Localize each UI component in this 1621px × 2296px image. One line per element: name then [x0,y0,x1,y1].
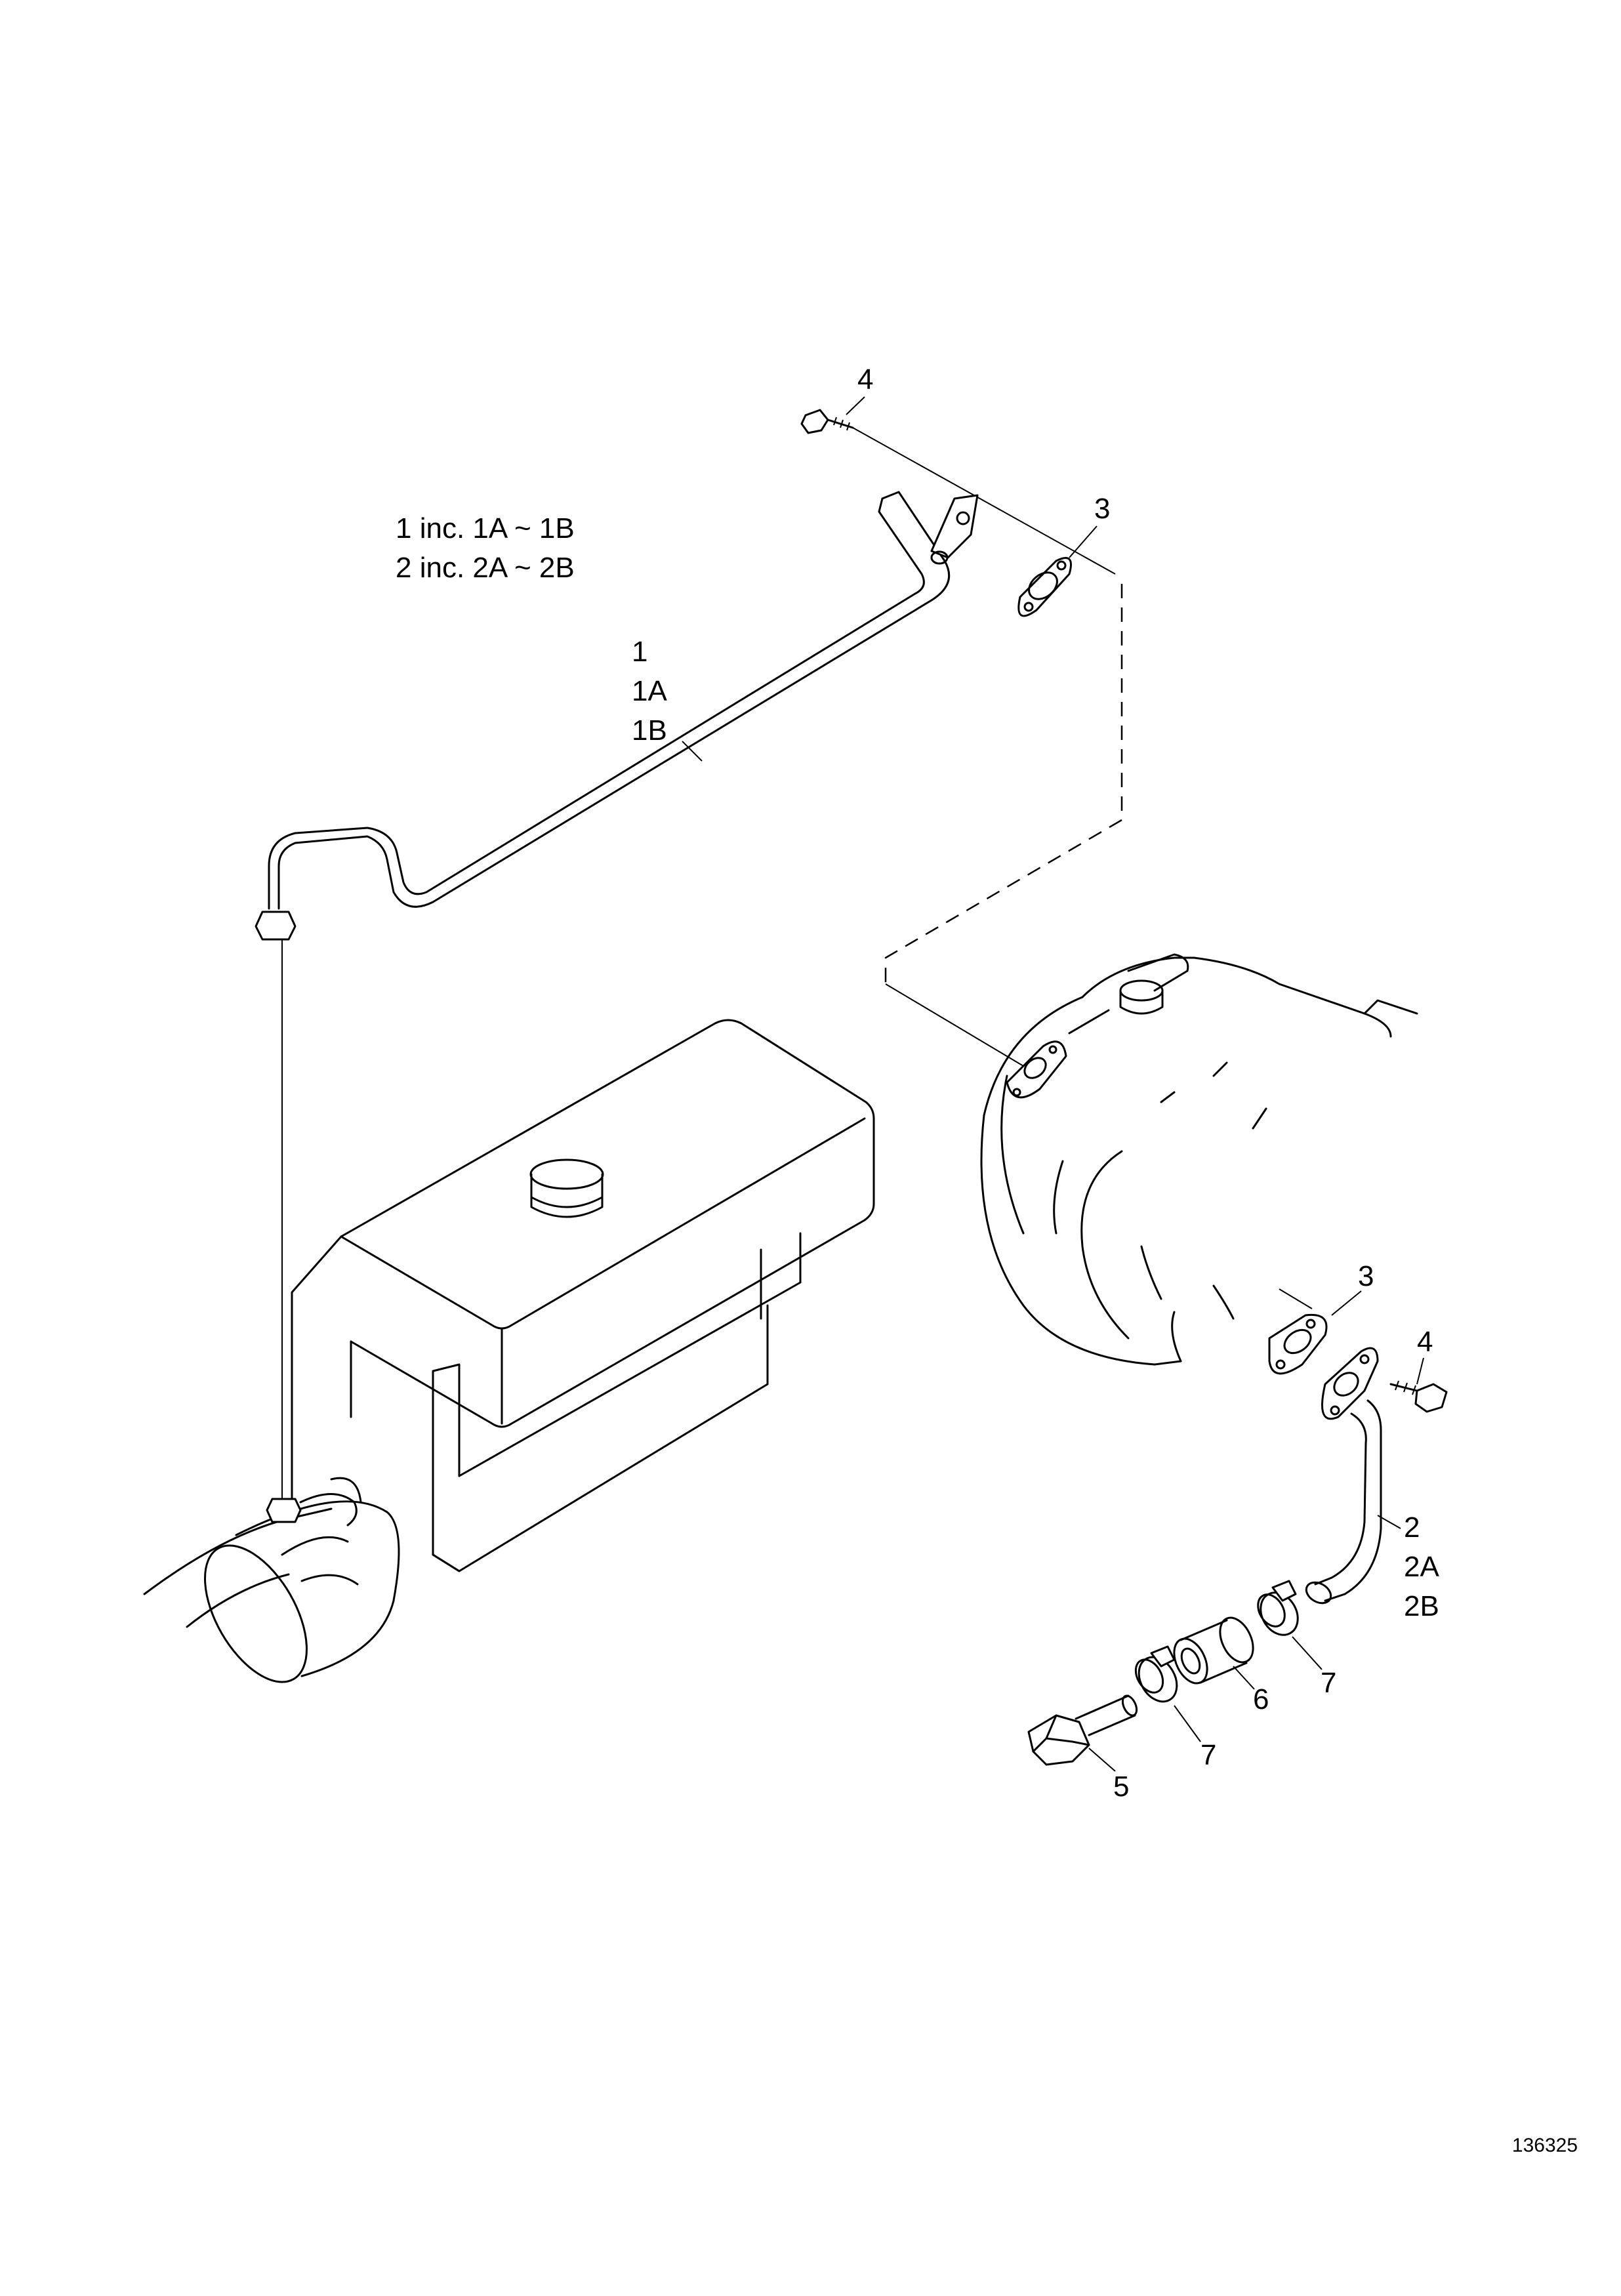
callout-lower-bolt: 4 [1417,1326,1433,1358]
leader-lower-bolt [1416,1357,1424,1385]
callout-pipe1-line-1: 1 [632,636,647,668]
callout-hose: 6 [1253,1683,1269,1715]
callout-top-bolt: 4 [857,363,873,396]
leader-pipe1 [682,741,703,762]
axis-top-bolt [852,427,1116,575]
callout-top-gasket: 3 [1094,493,1110,525]
callout-lower-clamp: 7 [1200,1739,1216,1771]
callout-lower-gasket: 3 [1358,1260,1374,1292]
note-line-2: 2 inc. 2A ~ 2B [396,552,575,584]
leader-upper-clamp [1292,1636,1323,1670]
leader-lower-gasket [1331,1290,1362,1316]
alignment-line-turbo [885,983,1024,1067]
callout-upper-clamp: 7 [1321,1667,1336,1699]
callout-pipe2-line-2: 2A [1404,1551,1439,1583]
engine-block [143,1019,875,1683]
turbocharger [980,953,1418,1366]
leader-pipe2 [1377,1515,1401,1529]
leader-hose [1233,1666,1255,1690]
callout-pipe1-line-2: 1A [632,675,667,707]
pipe-2 [1305,1347,1382,1605]
pipe-1 [255,491,979,941]
leader-connector [1088,1748,1116,1772]
alignment-line-upper [884,584,1123,984]
upper-clamp [1257,1580,1299,1636]
lower-gasket [1268,1313,1328,1375]
callout-pipe2-line-1: 2 [1404,1511,1420,1544]
connector [1027,1694,1138,1766]
leader-top-gasket [1069,525,1098,558]
callout-pipe2-line-3: 2B [1404,1590,1439,1622]
figure-number: 136325 [1512,2135,1578,2156]
axis-lower-gasket [1279,1288,1313,1309]
note-line-1: 1 inc. 1A ~ 1B [396,512,575,544]
leader-lower-clamp [1174,1705,1201,1742]
leader-top-bolt [846,396,865,415]
top-bolt [800,409,854,434]
lower-bolt [1389,1380,1448,1413]
lower-clamp [1134,1645,1178,1703]
hose [1173,1616,1254,1685]
callout-pipe1-line-3: 1B [632,714,667,747]
callout-connector: 5 [1113,1771,1129,1803]
top-gasket [1017,557,1072,617]
